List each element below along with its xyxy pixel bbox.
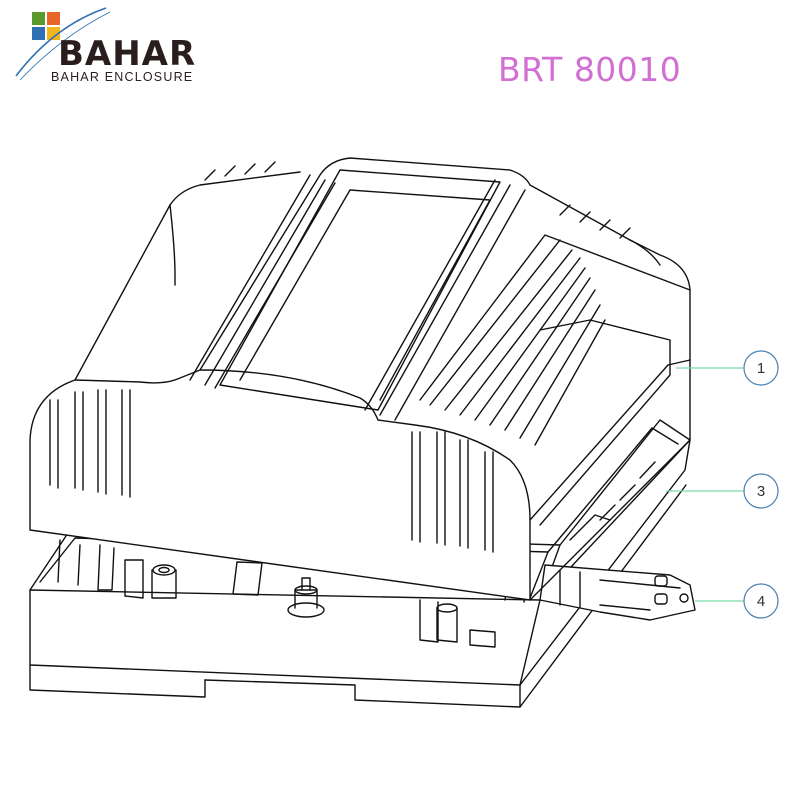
logo-mark-icon bbox=[15, 7, 111, 81]
din-rail-clip bbox=[539, 564, 696, 621]
callout-number-4: 4 bbox=[757, 593, 765, 610]
callout-3: 3 bbox=[666, 473, 779, 509]
enclosure-cover bbox=[29, 157, 691, 601]
callout-4: 4 bbox=[695, 583, 779, 619]
logo-tagline: BAHAR ENCLOSURE bbox=[51, 70, 194, 84]
callout-1: 1 bbox=[676, 350, 779, 386]
callout-number-1: 1 bbox=[757, 360, 765, 377]
callout-number-3: 3 bbox=[757, 483, 765, 500]
logo-wordmark: BAHAR bbox=[58, 34, 197, 74]
brand-logo: BAHAR BAHAR ENCLOSURE bbox=[14, 6, 214, 88]
model-title: BRT 80010 bbox=[498, 50, 682, 89]
